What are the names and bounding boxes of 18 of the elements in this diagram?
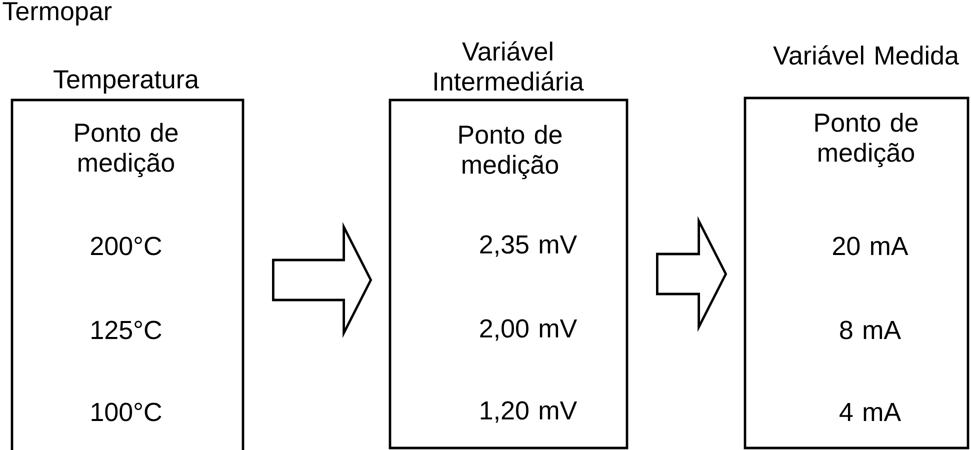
heading: Temperatura — [54, 70, 199, 94]
value-text: 200°C — [91, 236, 162, 256]
value-text: 125°C — [92, 320, 162, 340]
value-text: 4 mA — [840, 403, 902, 421]
value-text: 100°C — [92, 402, 162, 422]
heading: Variável Intermediária — [434, 41, 584, 91]
value-text: 2,00 mV — [480, 319, 578, 341]
node-text: Ponto de medição — [459, 124, 562, 180]
block-arrow — [656, 216, 728, 332]
value-text: 2,35 mV — [480, 235, 578, 257]
block-arrow — [272, 222, 372, 338]
value-text: 20 mA — [833, 236, 908, 256]
title: Termopar — [2, 2, 112, 26]
value-text: 8 mA — [840, 320, 902, 340]
node-text: Ponto de medição — [815, 112, 918, 168]
value-text: 1,20 mV — [480, 401, 578, 423]
heading: Variável Medida — [773, 45, 959, 65]
node-text: Ponto de medição — [75, 122, 178, 178]
